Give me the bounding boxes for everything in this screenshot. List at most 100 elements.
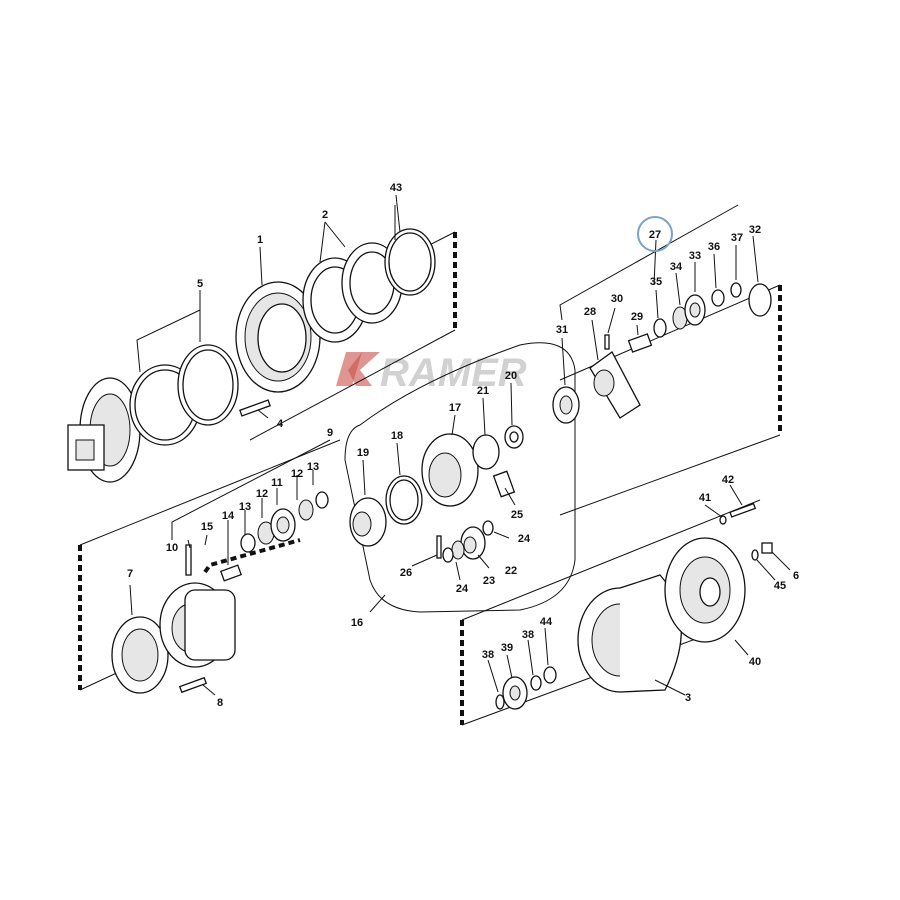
callout-44: 44 <box>540 616 553 628</box>
callout-37: 37 <box>731 232 743 244</box>
callout-36: 36 <box>708 241 720 253</box>
bearing-23 <box>451 540 465 560</box>
callout-25: 25 <box>511 509 523 521</box>
snap-ring-37 <box>730 282 742 298</box>
callout-1: 1 <box>257 234 263 246</box>
sun-gear-19 <box>349 497 387 547</box>
callout-6: 6 <box>793 570 799 582</box>
carrier-10 <box>159 582 236 668</box>
o-ring-45 <box>751 549 759 561</box>
callout-30: 30 <box>611 293 623 305</box>
callout-3: 3 <box>685 692 691 704</box>
callout-29: 29 <box>631 311 643 323</box>
callout-41: 41 <box>699 492 711 504</box>
callout-16: 16 <box>351 617 363 629</box>
callout-4: 4 <box>277 418 284 430</box>
callout-9: 9 <box>327 427 333 439</box>
callout-18: 18 <box>391 430 403 442</box>
callout-labels: 1 2 3 4 5 6 7 8 9 10 11 12 12 13 13 14 1… <box>127 182 799 709</box>
callout-33: 33 <box>689 250 701 262</box>
motor-housing <box>67 377 141 483</box>
washer-24b <box>442 547 454 563</box>
sun-gear-31 <box>552 386 580 424</box>
callout-26: 26 <box>400 567 412 579</box>
callout-2: 2 <box>322 209 328 221</box>
callout-38a: 38 <box>482 649 494 661</box>
callout-34: 34 <box>670 261 683 273</box>
svg-text:RAMER: RAMER <box>380 351 527 395</box>
callout-12b: 12 <box>256 488 268 500</box>
callout-35: 35 <box>650 276 662 288</box>
leader-lines <box>129 194 791 696</box>
callout-20: 20 <box>505 370 517 382</box>
callout-42: 42 <box>722 474 734 486</box>
cover-40 <box>664 537 746 643</box>
gear-33 <box>684 294 706 326</box>
callout-39: 39 <box>501 642 513 654</box>
frame-line-lower <box>461 499 761 621</box>
pin-26 <box>436 535 442 559</box>
callout-32: 32 <box>749 224 761 236</box>
callout-14: 14 <box>222 510 235 522</box>
gear-39 <box>502 676 528 710</box>
planet-gear-22 <box>460 526 486 560</box>
highlight-circle <box>637 216 673 252</box>
thrust-ring-18 <box>385 475 423 525</box>
washer-35 <box>653 318 667 338</box>
callout-15: 15 <box>201 521 213 533</box>
sprocket-hub-1 <box>235 281 321 393</box>
callout-27: 27 <box>649 229 661 241</box>
washer-13a <box>240 533 256 553</box>
o-ring-21 <box>472 434 500 470</box>
callout-11: 11 <box>271 477 283 489</box>
callout-38b: 38 <box>522 629 534 641</box>
callout-22: 22 <box>505 565 517 577</box>
callout-28: 28 <box>584 306 596 318</box>
flange-28 <box>589 351 641 419</box>
washer-41 <box>719 515 727 525</box>
callout-45: 45 <box>774 580 786 592</box>
callout-12a: 12 <box>291 468 303 480</box>
callout-8: 8 <box>217 697 223 709</box>
bolt-4 <box>239 399 271 417</box>
o-ring-32 <box>748 283 772 317</box>
washer-36 <box>711 289 725 307</box>
snap-ring-38a <box>495 694 505 710</box>
callout-17: 17 <box>449 402 461 414</box>
planet-gear-11 <box>270 508 296 542</box>
plug-6 <box>761 542 773 554</box>
pin-30 <box>604 334 610 350</box>
callout-24b: 24 <box>456 583 469 595</box>
o-ring-43 <box>384 228 436 296</box>
callout-13a: 13 <box>307 461 319 473</box>
bushing-29 <box>627 333 653 353</box>
frame-line-top2 <box>249 329 456 441</box>
callout-21: 21 <box>477 385 489 397</box>
callout-7: 7 <box>127 568 133 580</box>
seal-ring-5b <box>177 344 239 426</box>
washer-20 <box>504 425 524 449</box>
pin-15 <box>185 544 192 576</box>
pin-14 <box>219 564 243 582</box>
callout-10: 10 <box>166 542 178 554</box>
callout-19: 19 <box>357 447 369 459</box>
cover-plate-7 <box>111 616 169 694</box>
washer-44 <box>543 666 557 684</box>
callout-40: 40 <box>749 656 761 668</box>
washer-13b <box>315 491 329 509</box>
callout-24a: 24 <box>518 533 531 545</box>
pin-dashed-path <box>203 538 301 574</box>
snap-ring-38b <box>530 675 542 691</box>
bearing-12b <box>298 499 314 521</box>
washer-24a <box>482 520 494 536</box>
callout-43: 43 <box>390 182 402 194</box>
callout-23: 23 <box>483 575 495 587</box>
bolt-42 <box>729 502 757 518</box>
callout-5: 5 <box>197 278 203 290</box>
bolt-8 <box>178 676 208 694</box>
frame-line-right2 <box>559 434 781 516</box>
callout-31: 31 <box>556 324 568 336</box>
callout-13b: 13 <box>239 501 251 513</box>
carrier-17 <box>421 433 479 507</box>
